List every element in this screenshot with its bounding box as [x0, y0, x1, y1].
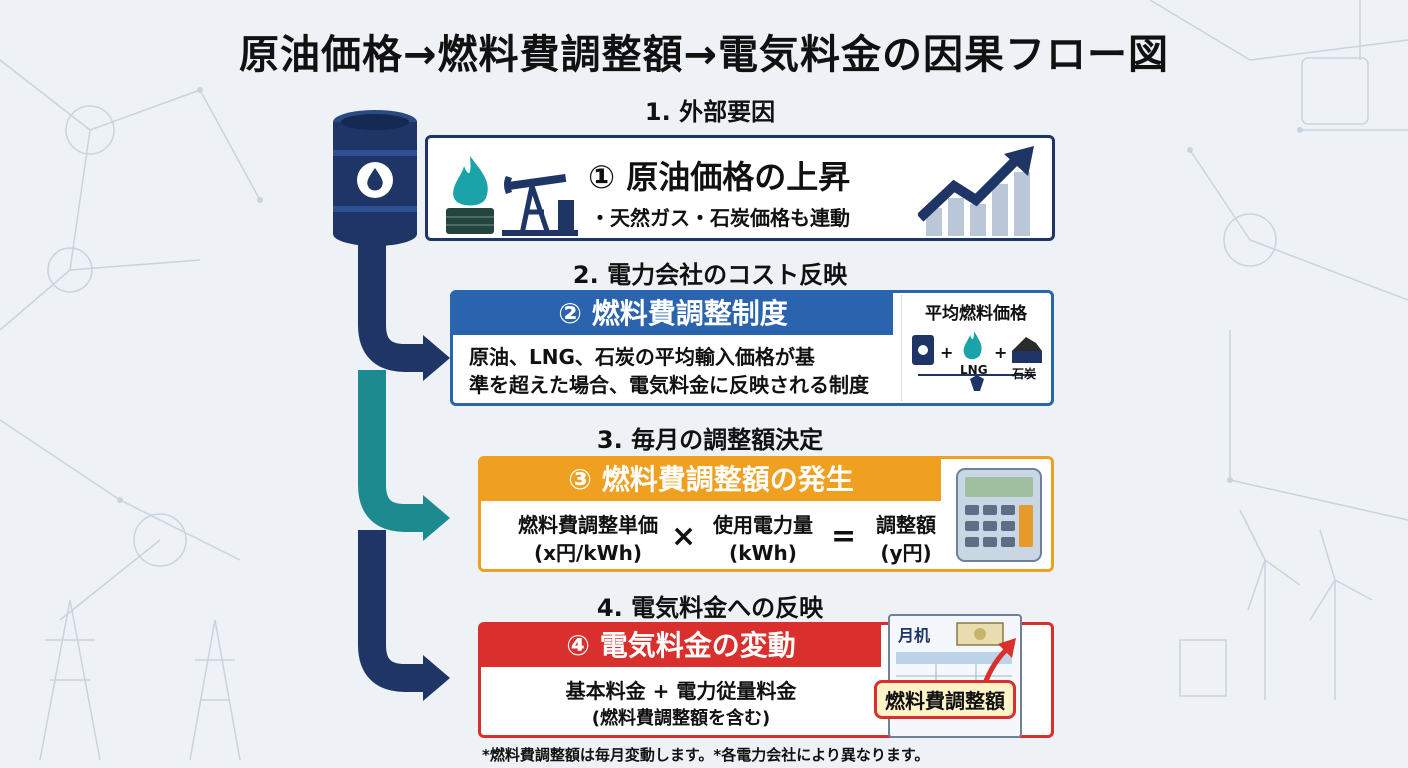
step3-box: ③ 燃料費調整額の発生 燃料費調整単価 (x円/kWh) × 使用電力量 (kW… — [478, 456, 1054, 572]
term3-unit: (y円) — [880, 541, 932, 565]
plus-sign-2: + — [994, 343, 1008, 362]
step2-desc-line1: 原油、LNG、石炭の平均輸入価格が基 — [469, 345, 815, 369]
formula-term2: 使用電力量 (kWh) — [703, 511, 823, 567]
term2-unit: (kWh) — [729, 541, 797, 565]
equals-sign: = — [831, 519, 857, 554]
flow-arrows — [358, 240, 450, 701]
bill-label: 月机 — [898, 626, 931, 645]
step2-title: ② 燃料費調整制度 — [453, 293, 893, 335]
step2-box: ② 燃料費調整制度 原油、LNG、石炭の平均輸入価格が基 準を超えた場合、電気料… — [450, 290, 1054, 406]
calculator-icon — [956, 468, 1042, 562]
times-sign: × — [671, 519, 697, 554]
step3-title: ③ 燃料費調整額の発生 — [481, 459, 941, 501]
plus-sign-1: + — [940, 343, 954, 362]
gas-flame-icon — [446, 156, 494, 234]
electric-bill-icon: 月机 — [888, 614, 1022, 738]
step3-heading: 3. 毎月の調整額決定 — [596, 426, 824, 454]
term3-label: 調整額 — [876, 513, 936, 537]
step4-title: ④ 電気料金の変動 — [481, 625, 881, 667]
arrow-to-step3 — [423, 495, 450, 541]
step4-desc-line1: 基本料金 + 電力従量料金 — [565, 679, 797, 703]
step4-description: 基本料金 + 電力従量料金 (燃料費調整額を含む) — [501, 677, 861, 733]
step2-desc-line2: 準を超えた場合、電気料金に反映される制度 — [469, 373, 869, 397]
term2-label: 使用電力量 — [713, 513, 813, 537]
fuel-adjustment-tag: 燃料費調整額 — [874, 680, 1016, 719]
step1-sub: ・天然ガス・石炭価格も連動 — [590, 206, 850, 230]
footnote: *燃料費調整額は毎月変動します。*各電力会社により異なります。 — [482, 746, 930, 764]
oil-pump-icon — [502, 174, 578, 236]
step2-description: 原油、LNG、石炭の平均輸入価格が基 準を超えた場合、電気料金に反映される制度 — [469, 343, 899, 399]
coal-label: 石炭 — [1012, 367, 1037, 381]
step4-heading: 4. 電気料金への反映 — [596, 594, 824, 622]
avg-fuel-price-title: 平均燃料価格 — [925, 304, 1027, 324]
step1-heading: 1. 外部要因 — [644, 98, 776, 126]
step2-heading: 2. 電力会社のコスト反映 — [572, 261, 848, 289]
banknote-icon — [956, 622, 1004, 646]
lng-label: LNG — [960, 363, 988, 377]
rising-chart-icon — [918, 146, 1034, 236]
arrow-to-step4 — [423, 655, 450, 701]
step1-box: ① 原油価格の上昇 ・天然ガス・石炭価格も連動 — [425, 135, 1055, 241]
oil-barrel-icon — [333, 110, 417, 246]
step1-title: ① 原油価格の上昇 — [588, 158, 851, 196]
term1-unit: (x円/kWh) — [533, 541, 643, 565]
avg-fuel-price-panel: 平均燃料価格 + + LNG 石炭 — [901, 295, 1050, 401]
fuel-mix-icon — [912, 331, 1042, 391]
page-title: 原油価格→燃料費調整額→電気料金の因果フロー図 — [238, 32, 1170, 78]
formula-term3: 調整額 (y円) — [861, 511, 951, 567]
arrow-to-step2 — [423, 335, 450, 381]
step4-desc-line2: (燃料費調整額を含む) — [591, 708, 771, 729]
term1-label: 燃料費調整単価 — [518, 513, 658, 537]
formula-term1: 燃料費調整単価 (x円/kWh) — [493, 511, 683, 567]
